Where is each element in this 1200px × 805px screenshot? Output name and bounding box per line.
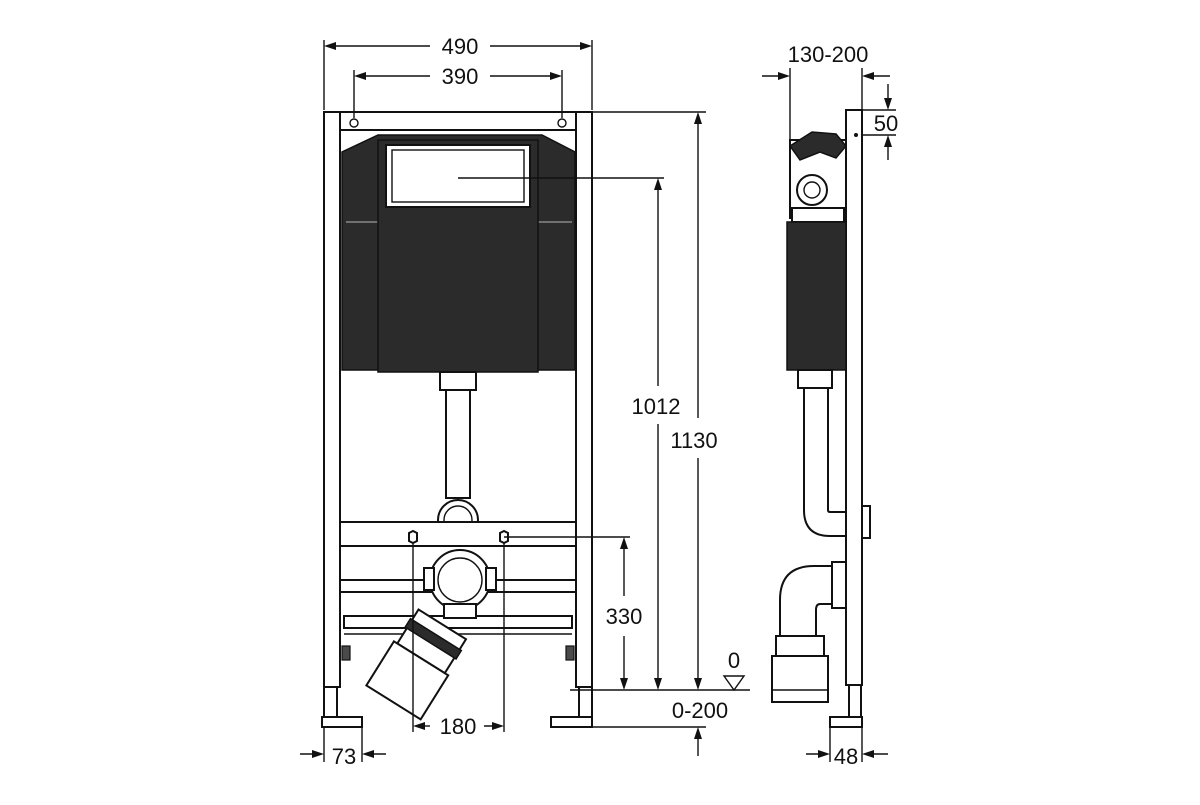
frame-right-post	[575, 111, 593, 718]
dim-foot-adjustment: 0-200	[672, 698, 728, 723]
front-view	[321, 111, 593, 728]
flush-plate-opening	[385, 144, 531, 208]
dim-top-offset: 50	[874, 111, 898, 136]
dim-floor-level: 0	[728, 648, 740, 673]
waste-pipe-elbow	[364, 608, 468, 721]
side-cistern	[786, 221, 847, 371]
side-flush-pipe	[803, 388, 846, 537]
dim-hole-spacing: 390	[442, 64, 479, 89]
dim-overall-width: 490	[442, 34, 479, 59]
side-drain-elbow	[771, 561, 847, 703]
top-rail	[339, 111, 577, 131]
side-frame-post	[845, 109, 863, 686]
dim-side-foot: 48	[834, 744, 858, 769]
dimension-lines	[300, 40, 896, 762]
dim-connection-height: 330	[606, 604, 643, 629]
dim-foot-width: 73	[332, 744, 356, 769]
front-feet	[321, 645, 593, 728]
flush-pipe	[437, 371, 479, 541]
frame-left-post	[323, 111, 341, 718]
dim-overall-height: 1130	[670, 428, 717, 453]
dim-wall-distance: 130-200	[788, 42, 869, 67]
dim-drain-offset: 180	[440, 714, 477, 739]
side-view	[771, 109, 871, 728]
side-valve-assembly	[788, 131, 847, 223]
dim-cistern-height: 1012	[632, 394, 681, 419]
cistern	[341, 134, 576, 373]
drain-connector	[423, 549, 497, 619]
bolt-left	[408, 529, 418, 545]
